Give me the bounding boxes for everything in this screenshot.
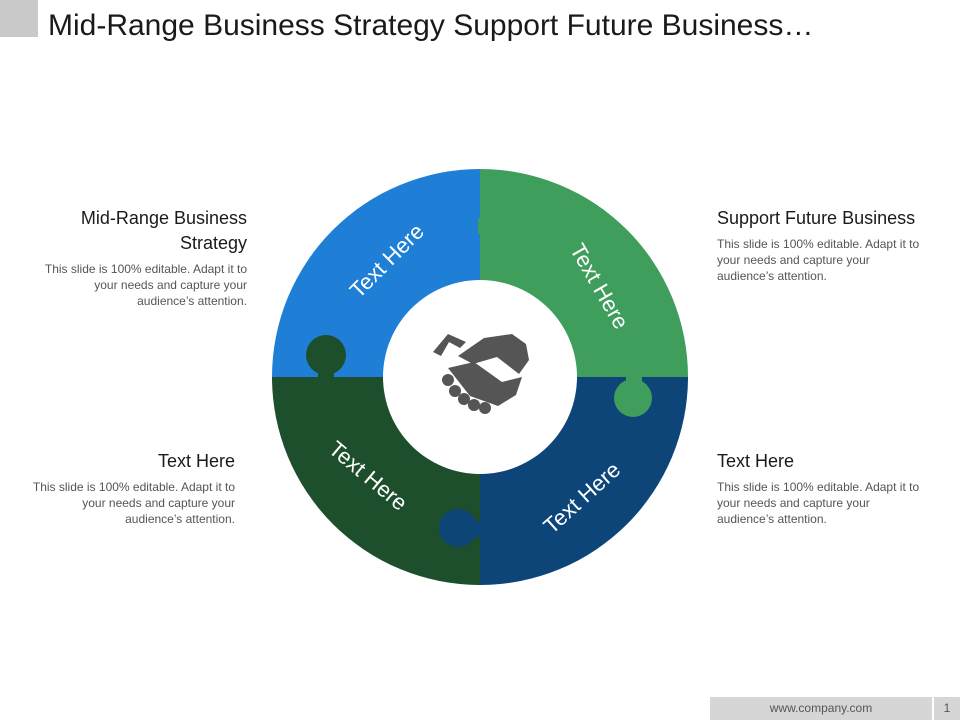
puzzle-tab-bottom <box>439 509 482 547</box>
block-body: This slide is 100% editable. Adapt it to… <box>717 237 920 283</box>
puzzle-tab-right <box>614 375 652 417</box>
block-title: Text Here <box>157 451 235 471</box>
block-body: This slide is 100% editable. Adapt it to… <box>32 480 235 526</box>
footer-url[interactable]: www.company.com <box>769 701 873 715</box>
page-title: Mid-Range Business Strategy Support Futu… <box>48 9 814 42</box>
puzzle-tab-top <box>478 206 522 244</box>
page-number: 1 <box>932 697 960 720</box>
text-block-bottom-left: Text Here This slide is 100% editable. A… <box>25 449 235 527</box>
corner-block <box>0 0 38 37</box>
block-title: Mid-Range Business Strategy <box>80 208 247 253</box>
block-body: This slide is 100% editable. Adapt it to… <box>717 480 920 526</box>
block-title: Support Future Business <box>717 208 916 228</box>
footer-bar <box>710 697 960 720</box>
block-title: Text Here <box>717 451 795 471</box>
puzzle-tab-left <box>306 335 346 379</box>
text-block-top-right: Support Future Business This slide is 10… <box>717 206 927 284</box>
handshake-icon <box>433 334 529 414</box>
text-block-top-left: Mid-Range Business Strategy This slide i… <box>37 206 247 309</box>
text-block-bottom-right: Text Here This slide is 100% editable. A… <box>717 449 927 527</box>
block-body: This slide is 100% editable. Adapt it to… <box>44 262 247 308</box>
